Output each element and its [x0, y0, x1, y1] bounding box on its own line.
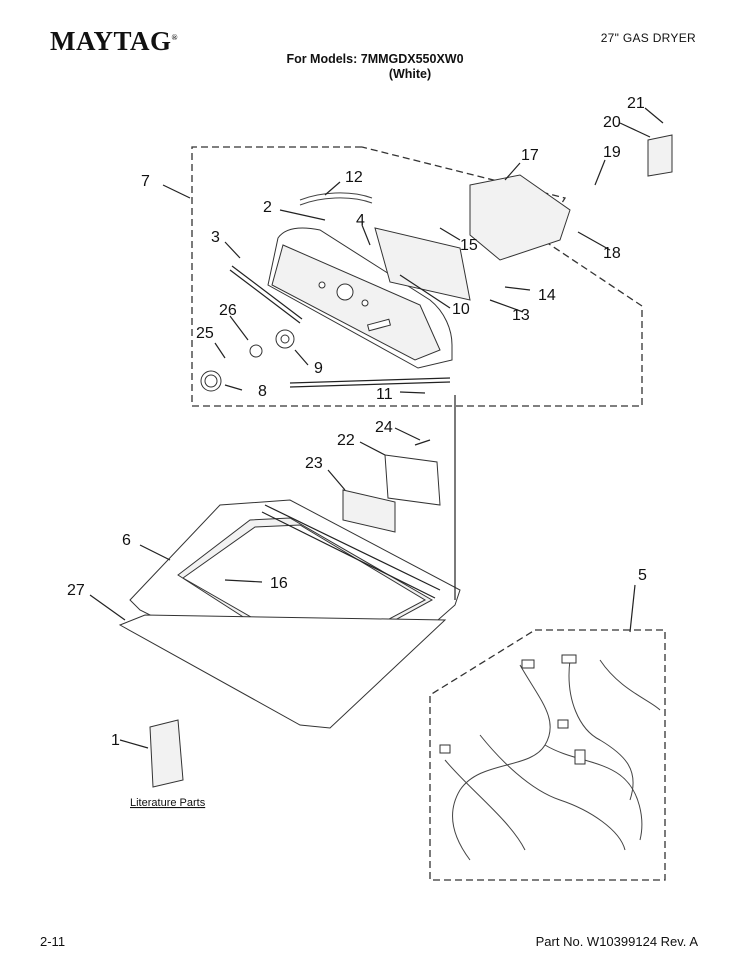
- product-type: 27" GAS DRYER: [600, 31, 696, 45]
- brand-logo: MAYTAG®: [50, 26, 178, 56]
- wire-harness-12: [299, 192, 373, 201]
- callout-6: 6: [122, 532, 131, 549]
- callout-23: 23: [305, 455, 323, 472]
- wire-harness-5: [439, 654, 661, 861]
- callout-8: 8: [258, 383, 267, 400]
- user-interface-bracket: [469, 174, 571, 261]
- callout-18: 18: [603, 245, 621, 262]
- model-line: For Models: 7MMGDX550XW0: [286, 52, 464, 66]
- cover-plate: [647, 134, 673, 177]
- callout-20: 20: [603, 114, 621, 131]
- console-panel: [267, 227, 453, 369]
- callout-2: 2: [263, 199, 272, 216]
- bracket-part-22: [384, 454, 441, 506]
- control-board: [374, 227, 471, 301]
- console-group-outline: [191, 146, 643, 407]
- callout-25: 25: [196, 325, 214, 342]
- callout-19: 19: [603, 144, 621, 161]
- callout-3: 3: [211, 229, 220, 246]
- callout-4: 4: [356, 212, 365, 229]
- callout-5: 5: [638, 567, 647, 584]
- knob-part-26: [249, 344, 263, 358]
- literature-book: [149, 719, 184, 788]
- literature-parts-label: Literature Parts: [130, 797, 206, 809]
- callout-21: 21: [627, 95, 645, 112]
- callout-11: 11: [376, 386, 393, 403]
- leader-lines: [89, 107, 664, 749]
- page-number: 2-11: [40, 934, 66, 949]
- callout-15: 15: [460, 237, 478, 254]
- callout-16: 16: [270, 575, 288, 592]
- callout-26: 26: [219, 302, 237, 319]
- wire-harness-group-outline: [429, 629, 666, 881]
- callout-22: 22: [337, 432, 355, 449]
- callout-27: 27: [67, 582, 85, 599]
- document-part-number: Part No. W10399124 Rev. A: [535, 934, 698, 949]
- callout-17: 17: [521, 147, 539, 164]
- callout-13: 13: [512, 307, 530, 324]
- module-part-23: [342, 489, 396, 533]
- callout-7: 7: [141, 173, 150, 190]
- model-heading: For Models: 7MMGDX550XW0 (White): [0, 52, 750, 82]
- callout-14: 14: [538, 287, 556, 304]
- callout-1: 1: [111, 732, 120, 749]
- callout-10: 10: [452, 301, 470, 318]
- callout-9: 9: [314, 360, 323, 377]
- callout-12: 12: [345, 169, 363, 186]
- callout-24: 24: [375, 419, 393, 436]
- color-line: (White): [388, 67, 432, 81]
- top-panel-assembly: [118, 499, 461, 729]
- rod-part-3: [229, 269, 301, 324]
- rod-part-11: [289, 377, 451, 384]
- brand-name: MAYTAG: [50, 26, 172, 56]
